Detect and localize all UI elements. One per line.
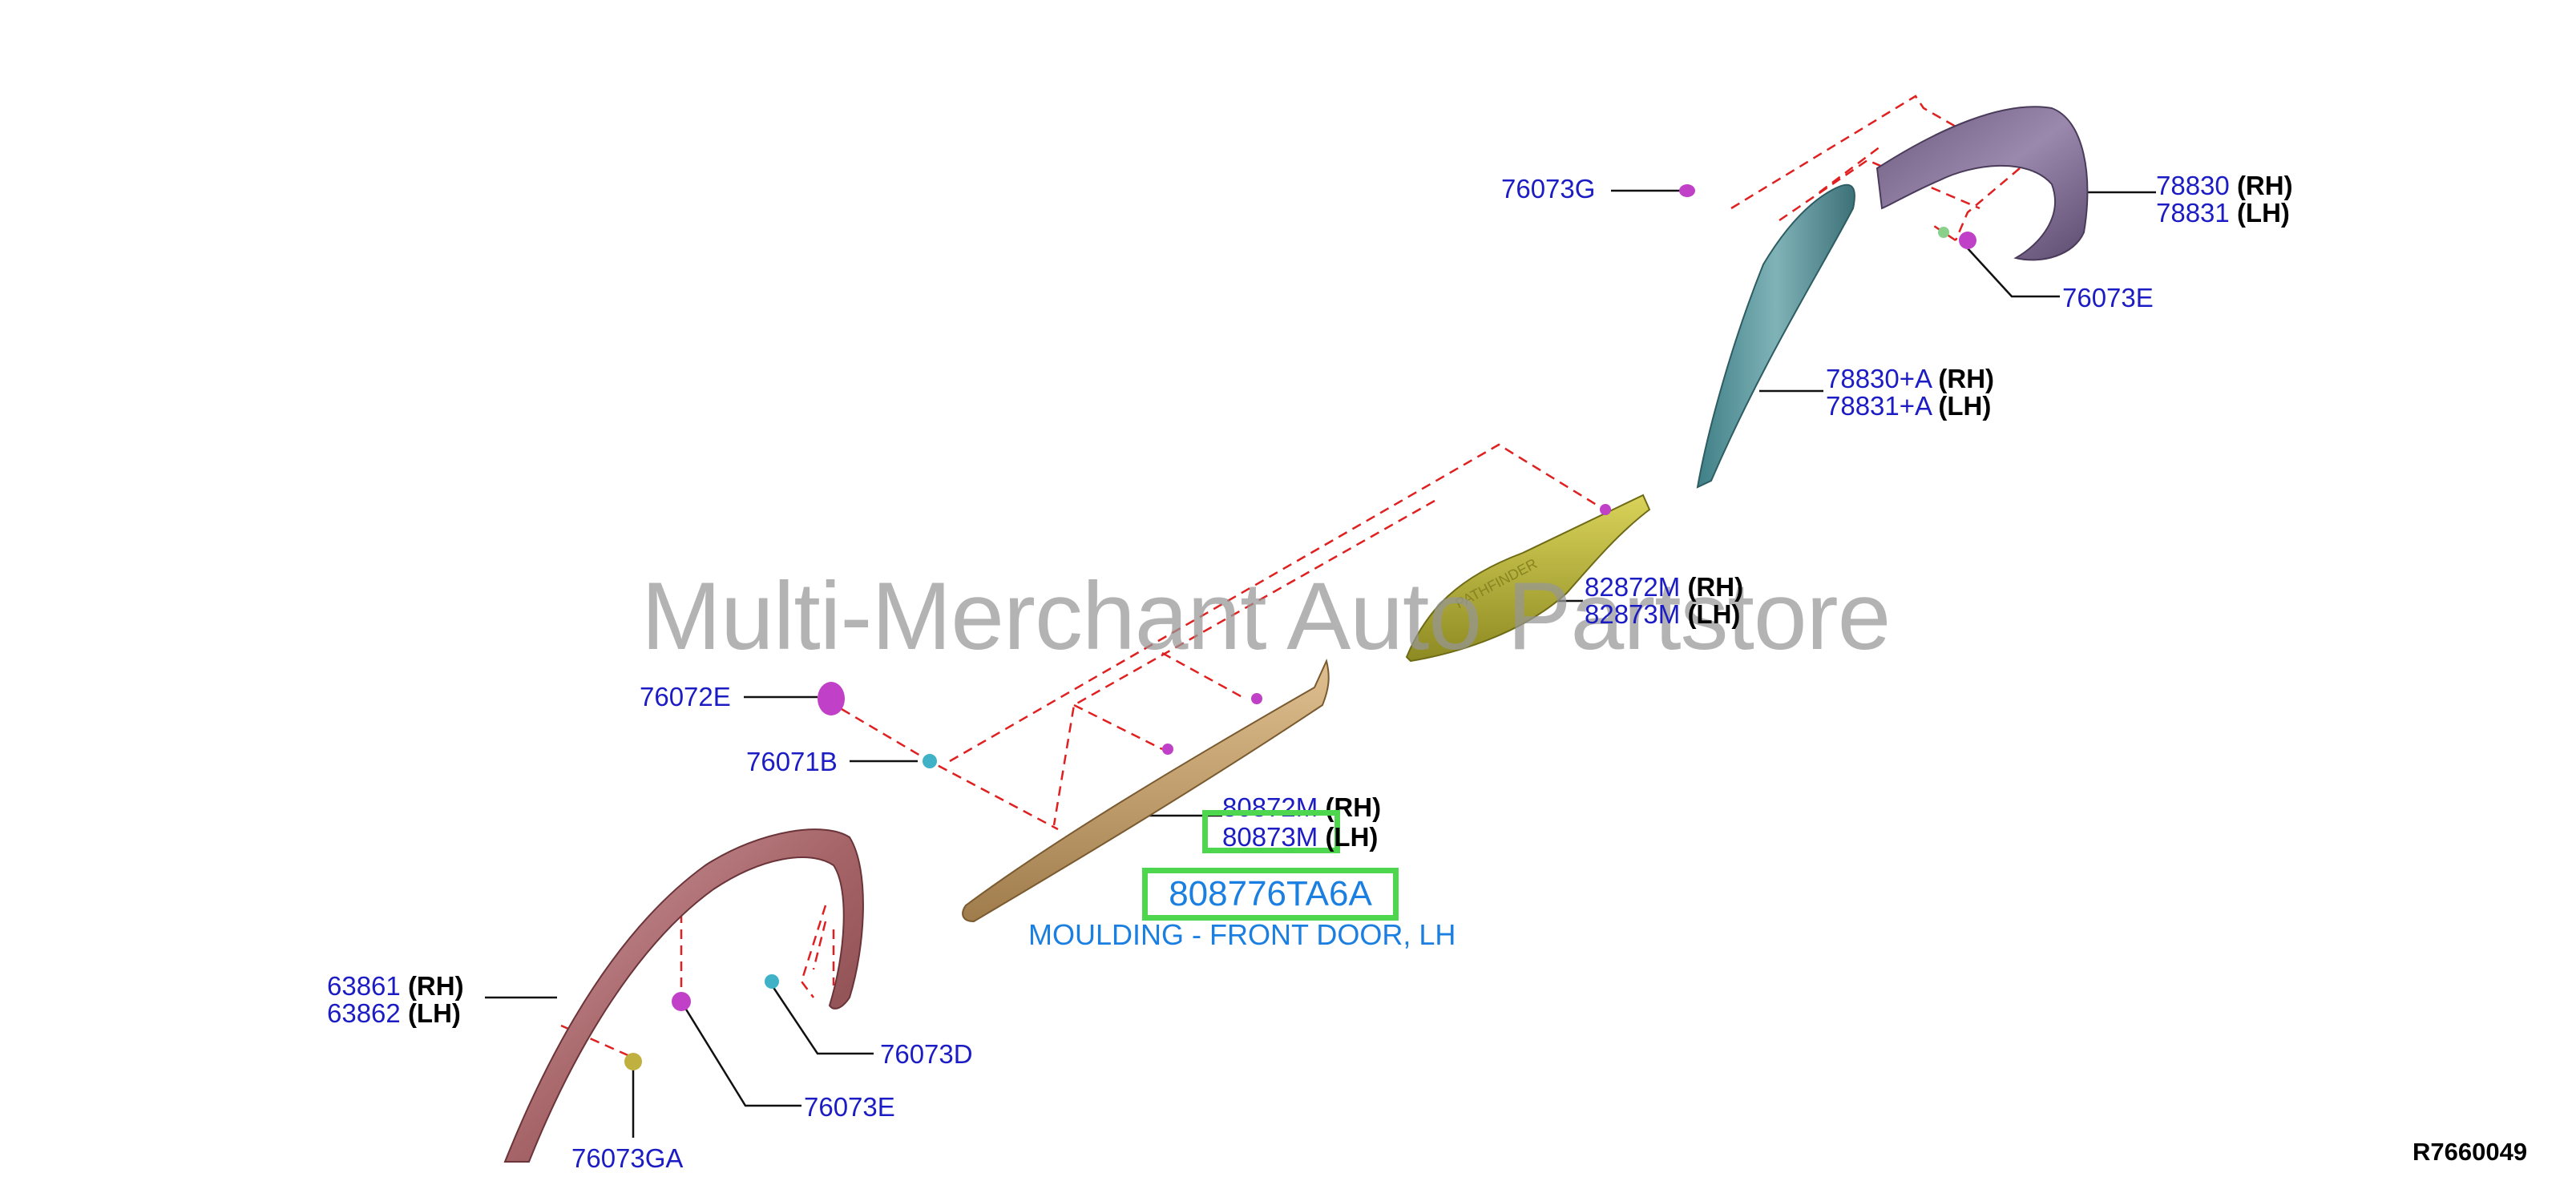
callout-78831: 78831 (LH) [2156, 199, 2290, 228]
callout-78830A: 78830+A (RH) [1826, 365, 1994, 393]
clip-door-1[interactable] [1162, 744, 1173, 755]
side-rh: (RH) [1938, 364, 1995, 393]
callout-63861: 63861 (RH) [327, 972, 464, 1001]
highlighted-part-description: MOULDING - FRONT DOOR, LH [1028, 918, 1456, 951]
part-number-link[interactable]: 80873M [1222, 822, 1318, 852]
part-number-link[interactable]: 76073G [1501, 174, 1596, 204]
clip-rear-small[interactable] [1938, 227, 1949, 238]
part-number-link[interactable]: 78830+A [1826, 364, 1932, 393]
clip-76073E-front[interactable] [672, 992, 691, 1011]
part-number-link[interactable]: 82872M [1585, 572, 1681, 602]
part-number-link[interactable]: 76072E [640, 682, 731, 711]
part-number-link[interactable]: 63862 [327, 998, 401, 1028]
part-number-link[interactable]: 76073E [2062, 283, 2154, 312]
clip-76073G[interactable] [1679, 184, 1695, 197]
rear-wheel-arch-flare[interactable] [1875, 106, 2089, 261]
callout-76073G: 76073G [1501, 175, 1595, 204]
clip-76073E-rear[interactable] [1959, 232, 1976, 249]
part-number-link[interactable]: 82873M [1585, 599, 1681, 629]
clip-76071B[interactable] [923, 754, 937, 768]
part-number-link[interactable]: 80872M [1222, 792, 1318, 822]
part-number-link[interactable]: 78831+A [1826, 391, 1932, 421]
front-wheel-arch-flare[interactable] [503, 828, 864, 1163]
callout-80873M: 80873M (LH) [1222, 823, 1378, 852]
callout-76073E-top: 76073E [2062, 284, 2154, 312]
clip-76073GA[interactable] [624, 1053, 642, 1070]
side-rh: (RH) [407, 971, 464, 1001]
callout-76072E: 76072E [640, 683, 731, 711]
side-lh: (LH) [1687, 599, 1741, 629]
side-lh: (LH) [1325, 822, 1379, 852]
side-lh: (LH) [2236, 198, 2290, 228]
side-rh: (RH) [2236, 171, 2293, 200]
highlighted-part-number[interactable]: 808776TA6A [1142, 868, 1399, 921]
part-number-link[interactable]: 78831 [2156, 198, 2230, 228]
front-door-molding[interactable] [962, 658, 1330, 923]
side-lh: (LH) [1938, 391, 1992, 421]
part-number-link[interactable]: 76073D [880, 1039, 973, 1069]
watermark: Multi-Merchant Auto Partstore [641, 562, 1891, 670]
selected-part-highlight [1202, 810, 1340, 853]
callout-80872M: 80872M (RH) [1222, 793, 1381, 822]
callout-76073D: 76073D [880, 1040, 973, 1069]
clip-door-2[interactable] [1251, 693, 1262, 704]
callout-78830: 78830 (RH) [2156, 171, 2293, 200]
callout-76071B: 76071B [746, 748, 838, 776]
callout-63862: 63862 (LH) [327, 999, 461, 1028]
callout-78831A: 78831+A (LH) [1826, 392, 1991, 421]
part-number-link[interactable]: 78830 [2156, 171, 2230, 200]
callout-76073E-bottom: 76073E [804, 1093, 895, 1122]
fasteners [624, 184, 1976, 1070]
callout-76073GA: 76073GA [571, 1144, 683, 1173]
clip-76072E[interactable] [818, 682, 845, 715]
rear-quarter-molding[interactable] [1696, 183, 1855, 489]
callout-82872M: 82872M (RH) [1585, 573, 1743, 602]
side-rh: (RH) [1687, 572, 1744, 602]
diagram-reference-code: R7660049 [2412, 1138, 2528, 1166]
part-number-link[interactable]: 76073E [804, 1092, 895, 1122]
clip-rear-door[interactable] [1600, 504, 1611, 515]
part-number-link[interactable]: 76071B [746, 747, 838, 776]
rear-door-molding[interactable] [1405, 494, 1651, 663]
part-number-link[interactable]: 63861 [327, 971, 401, 1001]
callout-82873M: 82873M (LH) [1585, 600, 1740, 629]
side-lh: (LH) [407, 998, 461, 1028]
part-number-link[interactable]: 76073GA [571, 1143, 684, 1173]
clip-76073D[interactable] [765, 974, 779, 989]
